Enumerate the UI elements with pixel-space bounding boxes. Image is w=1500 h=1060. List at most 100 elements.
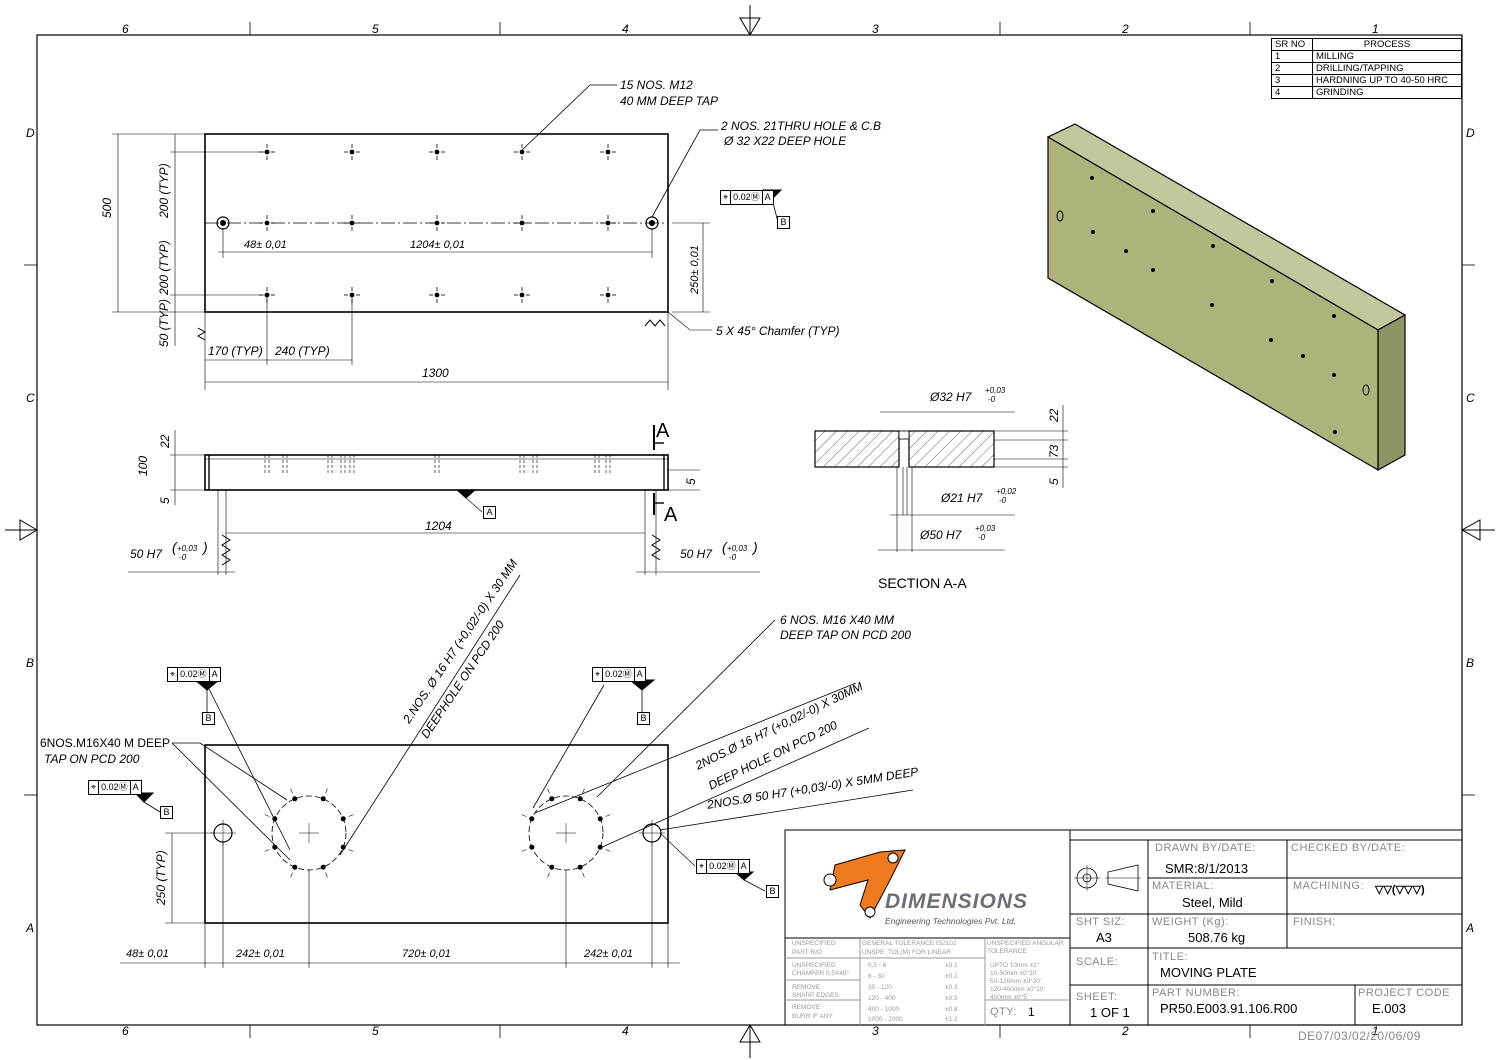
scale-label: SCALE: [1076,956,1119,968]
part-number-value: PR50.E003.91.106.R00 [1160,1001,1298,1016]
iso-hole [1124,249,1128,253]
zone-label: 4 [622,1024,629,1038]
tol-note: REMOVE [792,984,821,991]
tol-note: UNSPECIFIED [792,940,836,947]
pcd-hole [340,814,354,822]
pcd-hole [577,864,585,878]
qty-label: QTY: [990,1006,1018,1018]
pcd-hole [320,788,328,802]
tol-header: GENERAL TOLERANCE IS2102 [862,940,957,947]
zone-label: 5 [372,22,379,36]
section-d32: Ø32 H7 [930,390,972,404]
sht-size-value: A3 [1096,930,1112,945]
tol-range: 6 - 30 [868,973,885,980]
dim-5-right: 5 [684,478,698,485]
tol-note: REMOVE [792,1004,821,1011]
datum-b-label: B [766,885,779,898]
zone-label: B [26,656,35,670]
position-icon: ⌖ [593,668,604,681]
fcf-tolerance: 0.02Ⓜ [603,668,635,681]
tol-header: UNSPECIFIED ANGULAR TOLERANCE [987,940,1064,955]
position-icon: ⌖ [721,191,732,204]
zone-label: A [1466,921,1475,935]
company-name: DIMENSIONS [885,890,1029,913]
project-code-value: E.003 [1372,1001,1406,1016]
pcd-hole [320,864,328,878]
zone-label: C [26,391,35,405]
pcd-hole [521,844,535,852]
datum-b-label: B [202,712,215,725]
tol-range: 120 - 400 [868,995,896,1002]
weight-value: 508.76 kg [1188,930,1246,945]
iso-hole [1151,209,1155,213]
tol-header: UNSPE. TOL(M) FOR LINEAR [862,949,951,956]
process-sr: 3 [1271,74,1313,87]
tapped-hole [514,144,530,160]
dim-250-typ: 250 (TYP) [154,850,168,905]
bottom-view [120,189,914,968]
section-d32-upper: +0,03 [985,386,1006,395]
zone-label: 1 [1372,1024,1379,1038]
right-note-line2: DEEP TAP ON PCD 200 [780,628,911,642]
datum-b-label: B [637,712,650,725]
iso-hole [1269,338,1273,342]
dim-22: 22 [158,434,172,448]
zone-label: 4 [622,22,629,36]
dim-242-left: 242± 0,01 [236,948,285,960]
section-d32-lower: -0 [988,395,996,404]
zone-label: 1 [1372,22,1379,36]
section-d50: Ø50 H7 [920,528,962,542]
section-d50-lower: -0 [978,533,986,542]
checked-label: CHECKED BY/DATE: [1291,842,1406,854]
company-logo-mark [823,849,906,919]
position-icon: ⌖ [89,781,100,794]
material-label: MATERIAL: [1152,880,1214,892]
dim-1300: 1300 [422,366,449,380]
fcf-tolerance: 0.02Ⓜ [99,781,131,794]
process-name: HARDNING UP TO 40-50 HRC [1312,74,1462,87]
tol-value: ±0.5 [945,995,958,1002]
fcf-tolerance: 0.02Ⓜ [178,668,210,681]
tap-note-line1: 15 NOS. M12 [620,78,693,92]
centering-marks [5,5,1495,1058]
zone-label: 6 [122,22,129,36]
title-block-lines [784,829,1463,1026]
process-sr: 4 [1271,86,1313,99]
fcf-datum-ref: A [764,192,771,202]
isometric-view [1046,123,1407,472]
datum-b-label: B [777,216,790,229]
pcd-hole [597,814,611,822]
pcd-hole [597,844,611,852]
machining-value: ▽▽(▽▽▽) [1375,884,1425,896]
section-d21-lower: -0 [999,496,1007,505]
process-name: MILLING [1312,50,1462,63]
front-view [128,425,760,575]
dim-242-right: 242± 0,01 [584,948,633,960]
title-label: TITLE: [1152,951,1189,963]
process-sr: 1 [1271,50,1313,63]
dim-200-typ-b: 200 (TYP) [157,240,171,295]
iso-hole [1090,176,1094,180]
paren-close: ) [203,539,208,555]
left-note-line2: TAP ON PCD 200 [44,752,140,766]
zone-label: 2 [1122,1024,1129,1038]
iso-hole [1151,268,1155,272]
drawn-label: DRAWN BY/DATE: [1155,842,1256,854]
tol-value: ±0.2 [945,973,958,980]
tol-value: ±0.8 [945,1006,958,1013]
iso-hole [1210,303,1214,307]
process-sr: 2 [1271,62,1313,75]
dim-250: 250± 0,01 [689,245,701,294]
tapped-hole [600,287,616,303]
h7-right-label: 50 H7 [680,547,713,561]
iso-hole [1301,354,1305,358]
section-marker-top: A [656,420,670,442]
position-icon: ⌖ [168,668,179,681]
tapped-hole [514,215,530,231]
